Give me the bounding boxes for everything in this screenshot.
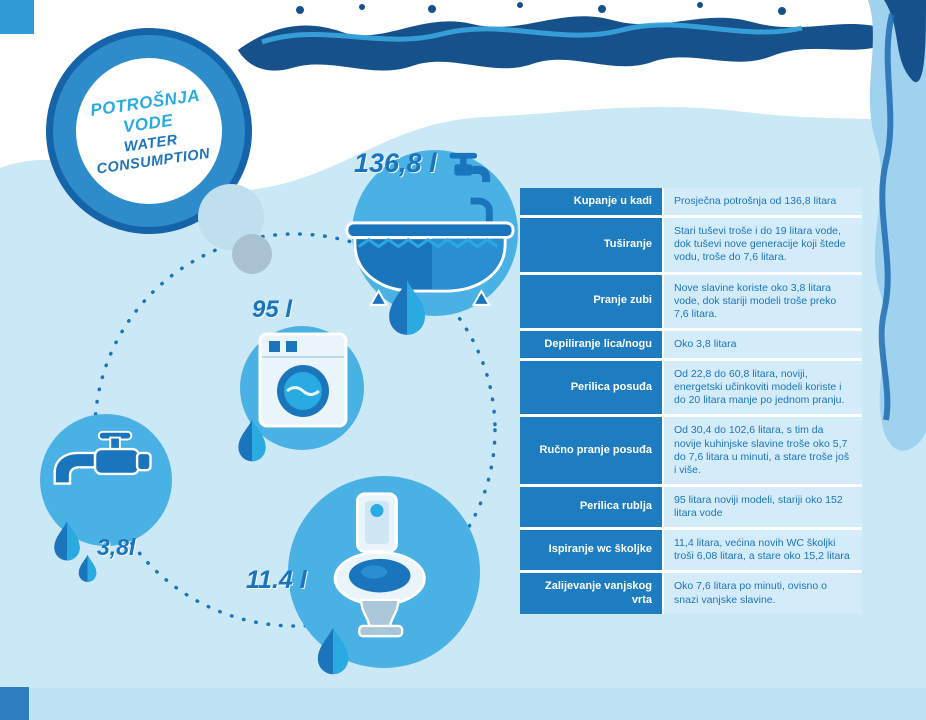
table-row: Ručno pranje posuđa Od 30,4 do 102,6 lit… [520,417,862,484]
row-value: Od 30,4 do 102,6 litara, s tim da novije… [664,417,862,484]
table-row: Depiliranje lica/nogu Oko 3,8 litara [520,330,862,358]
washing-machine-icon [258,332,348,428]
bathtub-quantity-label: 136,8 l [354,148,437,178]
title-badge-inner: POTROŠNJA VODE WATER CONSUMPTION [76,58,222,204]
row-label: Pranje zubi [520,274,662,328]
row-label: Perilica rublja [520,486,662,528]
row-label: Ispiranje wc školjke [520,530,662,571]
toilet-icon [333,492,426,638]
water-drop-icon [238,419,266,462]
table-row: Tuširanje Stari tuševi troše i do 19 lit… [520,218,862,272]
table-row: Zalijevanje vanjskog vrta Oko 7,6 litara… [520,573,862,614]
consumption-table: Kupanje u kadi Prosječna potrošnja od 13… [520,188,862,614]
row-label: Tuširanje [520,218,662,272]
row-label: Kupanje u kadi [520,188,662,216]
table-row: Perilica posuđa Od 22,8 do 60,8 litara, … [520,361,862,415]
accent-circle-small [232,234,272,274]
row-label: Perilica posuđa [520,361,662,415]
faucet-icon [53,430,152,485]
water-drop-icon [78,555,97,582]
bathtub-quantity: 136,8 l [354,148,495,187]
row-value: Oko 7,6 litara po minuti, ovisno o snazi… [664,573,862,614]
dotted-route [93,232,497,628]
page-title: POTROŠNJA VODE WATER CONSUMPTION [87,84,211,178]
bottom-band [0,688,926,720]
row-value: 11,4 litara, većina novih WC školjki tro… [664,530,862,571]
row-value: Od 22,8 do 60,8 litara, noviji, energets… [664,361,862,415]
faucet-quantity: 3,8l [97,534,136,560]
tap-icon [449,152,490,183]
row-value: 95 litara noviji modeli, stariji oko 152… [664,486,862,528]
toilet-quantity: 11.4 l [246,566,307,594]
corner-square-bottom-left [0,687,29,720]
water-splash-top-icon [238,2,886,71]
corner-square-top-left [0,0,34,34]
water-drop-icon [317,627,349,675]
table-row: Perilica rublja 95 litara noviji modeli,… [520,486,862,528]
row-label: Zalijevanje vanjskog vrta [520,573,662,614]
water-drop-icon [389,280,425,335]
table-row: Kupanje u kadi Prosječna potrošnja od 13… [520,188,862,216]
row-value: Prosječna potrošnja od 136,8 litara [664,188,862,216]
bathtub-icon [345,197,515,306]
row-value: Nove slavine koriste oko 3,8 litara vode… [664,274,862,328]
row-value: Oko 3,8 litara [664,330,862,358]
table-row: Pranje zubi Nove slavine koriste oko 3,8… [520,274,862,328]
water-drop-icon [54,521,80,561]
row-value: Stari tuševi troše i do 19 litara vode, … [664,218,862,272]
table-row: Ispiranje wc školjke 11,4 litara, većina… [520,530,862,571]
row-label: Ručno pranje posuđa [520,417,662,484]
washing-machine-quantity: 95 l [252,296,293,323]
row-label: Depiliranje lica/nogu [520,330,662,358]
water-splash-right-icon [868,0,926,451]
